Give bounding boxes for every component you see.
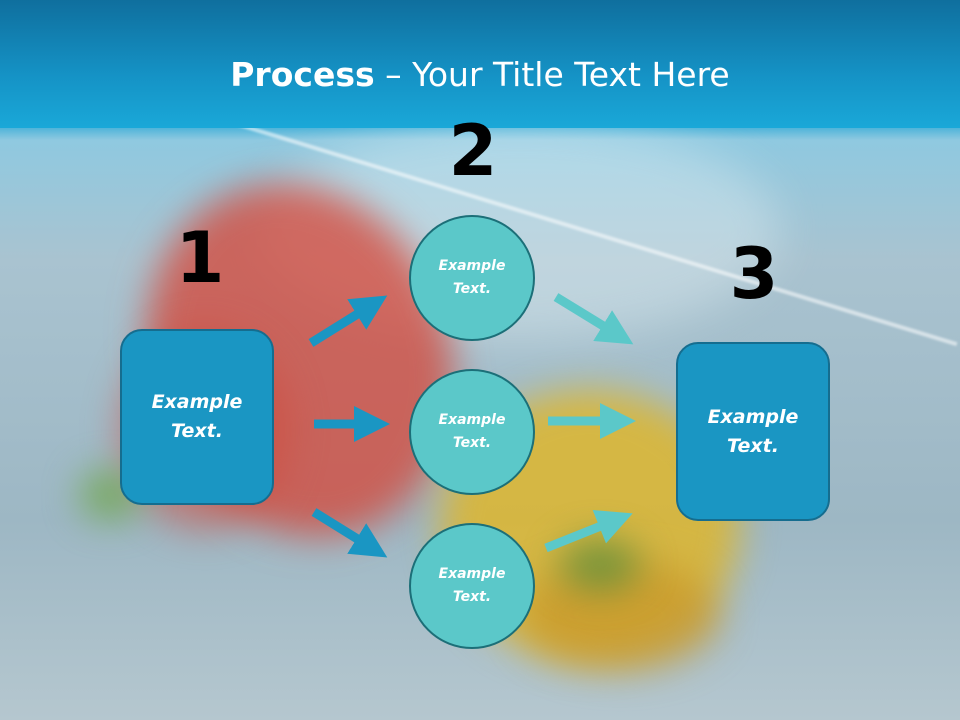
step-number-2: 2: [448, 110, 498, 192]
arrow-2c-to-3: [544, 509, 633, 553]
arrow-1-to-2c: [311, 508, 388, 558]
step-2-circle-bottom-text: Example Text.: [438, 566, 506, 605]
step-1-text: Example Text.: [151, 391, 243, 442]
arrow-1-to-2a: [308, 295, 388, 347]
step-2-circle-middle-text: Example Text.: [438, 412, 506, 451]
title-bold: Process: [230, 55, 375, 94]
step-3-box[interactable]: Example Text.: [676, 342, 830, 521]
arrow-2a-to-3: [553, 293, 634, 345]
pepper-stem-right: [560, 540, 640, 590]
step-2-circle-top[interactable]: Example Text.: [409, 215, 535, 341]
title-bar: Process – Your Title Text Here: [0, 0, 960, 128]
step-1-box[interactable]: Example Text.: [120, 329, 274, 505]
step-2-circle-middle[interactable]: Example Text.: [409, 369, 535, 495]
step-number-3: 3: [729, 233, 779, 315]
step-2-circle-top-text: Example Text.: [438, 258, 506, 297]
slide-title[interactable]: Process – Your Title Text Here: [0, 52, 960, 98]
title-rest: – Your Title Text Here: [374, 55, 730, 94]
step-number-1: 1: [175, 217, 225, 299]
step-3-text: Example Text.: [707, 405, 799, 457]
step-2-circle-bottom[interactable]: Example Text.: [409, 523, 535, 649]
